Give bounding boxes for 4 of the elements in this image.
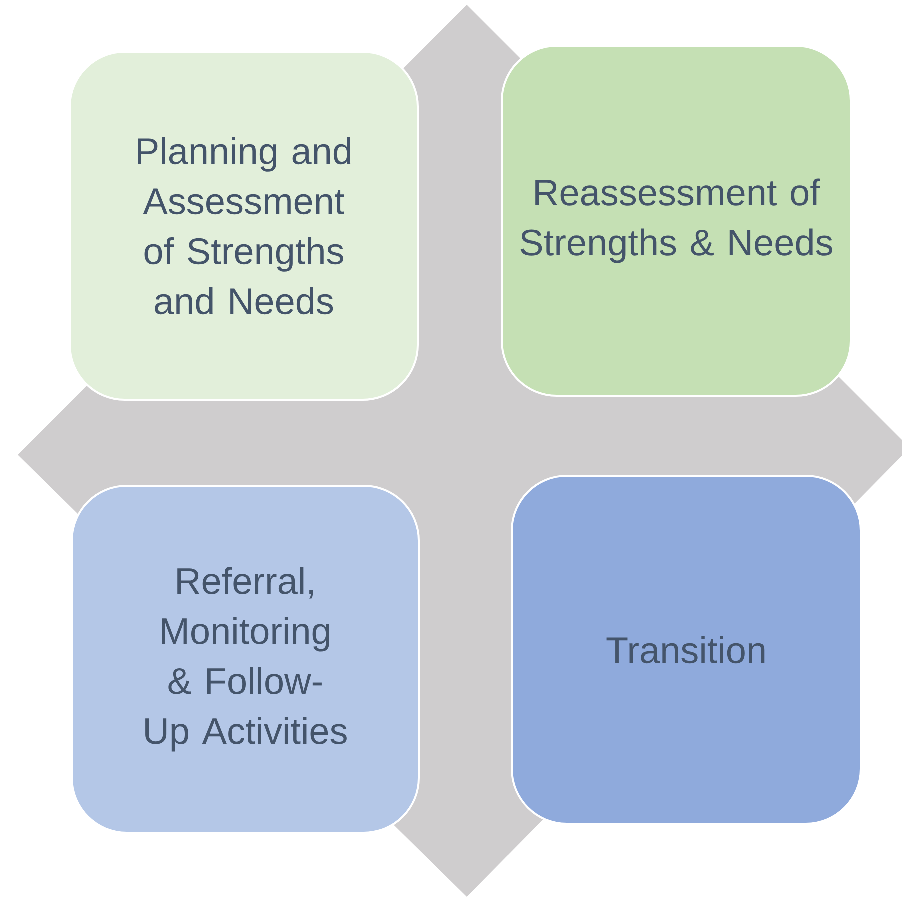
rounded-box: Transition xyxy=(511,475,862,825)
rounded-box: Planning and Assessment of Strengths and Needs xyxy=(69,51,419,401)
rounded-box: Referral, Monitoring & Follow-Up Activities xyxy=(71,485,420,834)
rounded-box: Reassessment of Strengths & Needs xyxy=(501,45,852,397)
